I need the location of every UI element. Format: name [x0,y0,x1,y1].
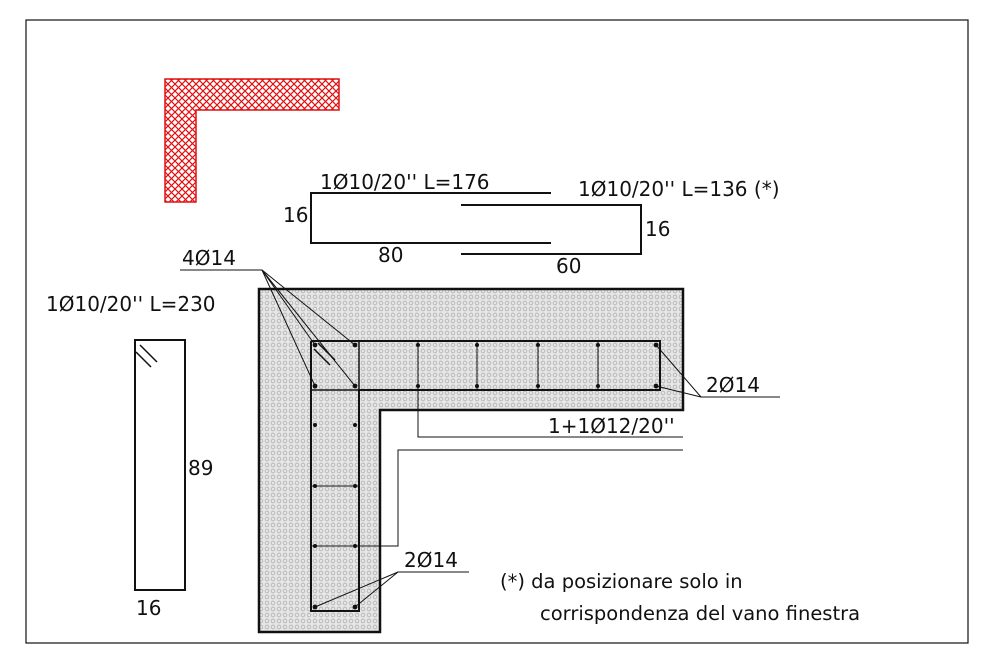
label-top-bar-right: 1Ø10/20'' L=136 (*) [578,177,780,201]
label-top-left-dim: 16 [283,203,308,227]
label-top-bottom-right-dim: 60 [556,254,581,278]
label-top-right-dim: 16 [645,217,670,241]
vertical-bar-shape [134,339,186,591]
label-stirrups: 1+1Ø12/20'' [548,414,675,438]
label-bottom-end-bars: 2Ø14 [404,548,458,572]
drawing-frame [25,19,969,644]
top-bar-shapes [310,192,642,255]
label-vertical-height: 89 [188,456,213,480]
label-vertical-width: 16 [136,596,161,620]
note-line-2: corrispondenza del vano finestra [540,602,860,625]
label-top-bar-left: 1Ø10/20'' L=176 [320,170,490,194]
note-line-1: (*) da posizionare solo in [500,570,743,593]
label-vertical-bar: 1Ø10/20'' L=230 [46,292,216,316]
leader-lines [180,269,780,608]
label-corner-bars: 4Ø14 [182,246,236,270]
section-key-hatch [164,78,340,203]
label-right-end-bars: 2Ø14 [706,373,760,397]
label-top-bottom-left-dim: 80 [378,243,403,267]
